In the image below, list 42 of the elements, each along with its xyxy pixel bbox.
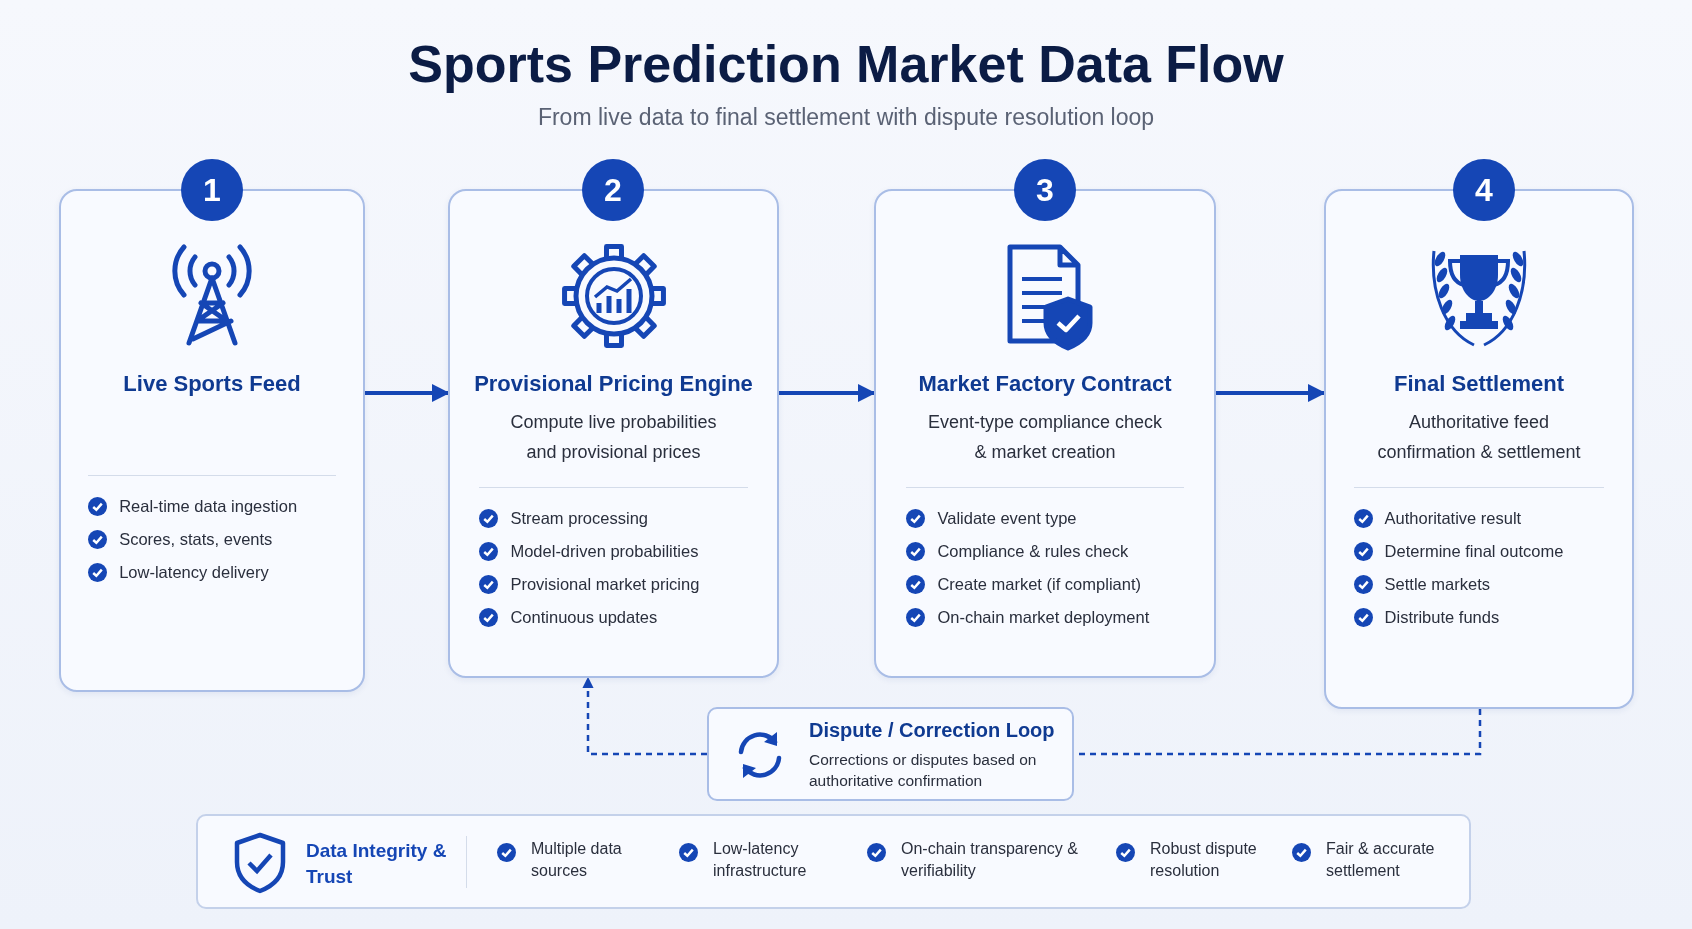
step-number-badge: 2 [582, 159, 644, 221]
step-number-badge: 3 [1014, 159, 1076, 221]
feature-item: Continuous updates [510, 608, 658, 627]
arrow [365, 384, 450, 402]
feature-item: Settle markets [1384, 575, 1490, 594]
trust-item: Robust dispute resolution [1150, 839, 1258, 881]
step-number-badge: 1 [181, 159, 243, 221]
loop-description: Corrections or disputes based on authoritative confirmation [809, 750, 1038, 791]
arrow [779, 384, 876, 402]
feature-item: Authoritative result [1384, 509, 1522, 528]
integrity-banner [196, 814, 1471, 909]
step-description: Event-type compliance check & market creation [926, 411, 1164, 464]
step-heading: Market Factory Contract [918, 371, 1172, 397]
step-description: Compute live probabilities and provisional prices [509, 411, 718, 464]
feature-item: Low-latency delivery [119, 563, 269, 582]
subtitle: From live data to final settlement with dispute resolution loop [536, 104, 1156, 131]
feature-item: Scores, stats, events [119, 530, 273, 549]
dashed-connector [582, 676, 707, 756]
trust-item: On-chain transparency & verifiability [901, 839, 1079, 881]
trust-item: Multiple data sources [531, 839, 623, 881]
feature-item: Model-driven probabilities [510, 542, 699, 561]
feature-item: Compliance & rules check [937, 542, 1129, 561]
feature-item: Create market (if compliant) [937, 575, 1141, 594]
arrow [1216, 384, 1326, 402]
step-description: Authoritative feed confirmation & settlement [1376, 411, 1582, 464]
step-heading: Provisional Pricing Engine [474, 371, 753, 397]
feature-item: Real-time data ingestion [119, 497, 298, 516]
step-heading: Live Sports Feed [123, 371, 301, 397]
step-number-badge: 4 [1453, 159, 1515, 221]
feature-item: Determine final outcome [1384, 542, 1564, 561]
diagram-title: Sports Prediction Market Data Flow [407, 34, 1285, 94]
feature-item: On-chain market deployment [937, 608, 1150, 627]
feature-item: Provisional market pricing [510, 575, 700, 594]
feature-item: Validate event type [937, 509, 1077, 528]
banner-heading: Data Integrity & Trust [306, 839, 448, 889]
trust-item: Low-latency infrastructure [713, 839, 808, 881]
loop-heading: Dispute / Correction Loop [809, 719, 1055, 742]
feature-item: Stream processing [510, 509, 648, 528]
step-heading: Final Settlement [1394, 371, 1564, 397]
trust-item: Fair & accurate settlement [1326, 839, 1436, 881]
dispute-box [707, 707, 1074, 801]
feature-item: Distribute funds [1384, 608, 1500, 627]
